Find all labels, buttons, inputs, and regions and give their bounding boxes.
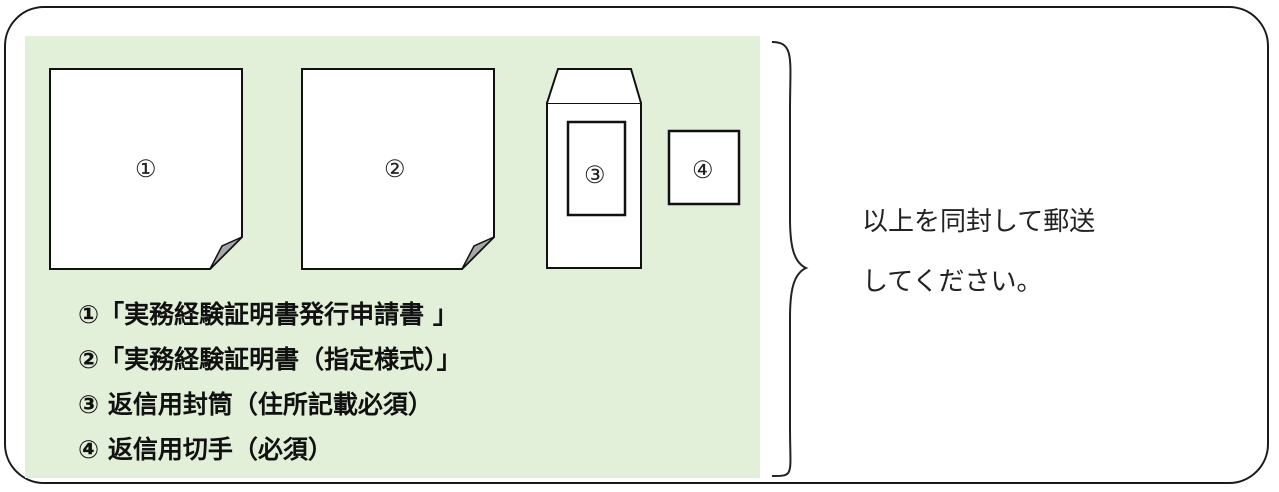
envelope-icon xyxy=(546,68,642,269)
enclosure-list: ①「実務経験証明書発行申請書 」 ②「実務経験証明書（指定様式）」 ③ 返信用封… xyxy=(78,292,462,472)
stamp-icon xyxy=(667,129,741,206)
list-item: ④ 返信用切手（必須） xyxy=(78,435,333,464)
list-item: ③ 返信用封筒（住所記載必須） xyxy=(78,390,433,419)
curly-brace xyxy=(771,41,809,477)
document-2-number: ② xyxy=(384,155,406,183)
instruction-line-1: 以上を同封して郵送 xyxy=(862,207,1096,237)
document-1-number: ① xyxy=(135,155,157,183)
list-item: ②「実務経験証明書（指定様式）」 xyxy=(78,345,462,374)
stamp-number: ④ xyxy=(692,156,714,184)
document-2-icon xyxy=(301,68,495,270)
mailing-instruction: 以上を同封して郵送 してください。 xyxy=(862,192,1095,312)
envelope-number: ③ xyxy=(584,161,606,189)
outer-frame xyxy=(4,6,1269,484)
list-item: ①「実務経験証明書発行申請書 」 xyxy=(78,300,458,329)
document-1-icon xyxy=(49,68,243,270)
instruction-line-2: してください。 xyxy=(862,267,1043,297)
